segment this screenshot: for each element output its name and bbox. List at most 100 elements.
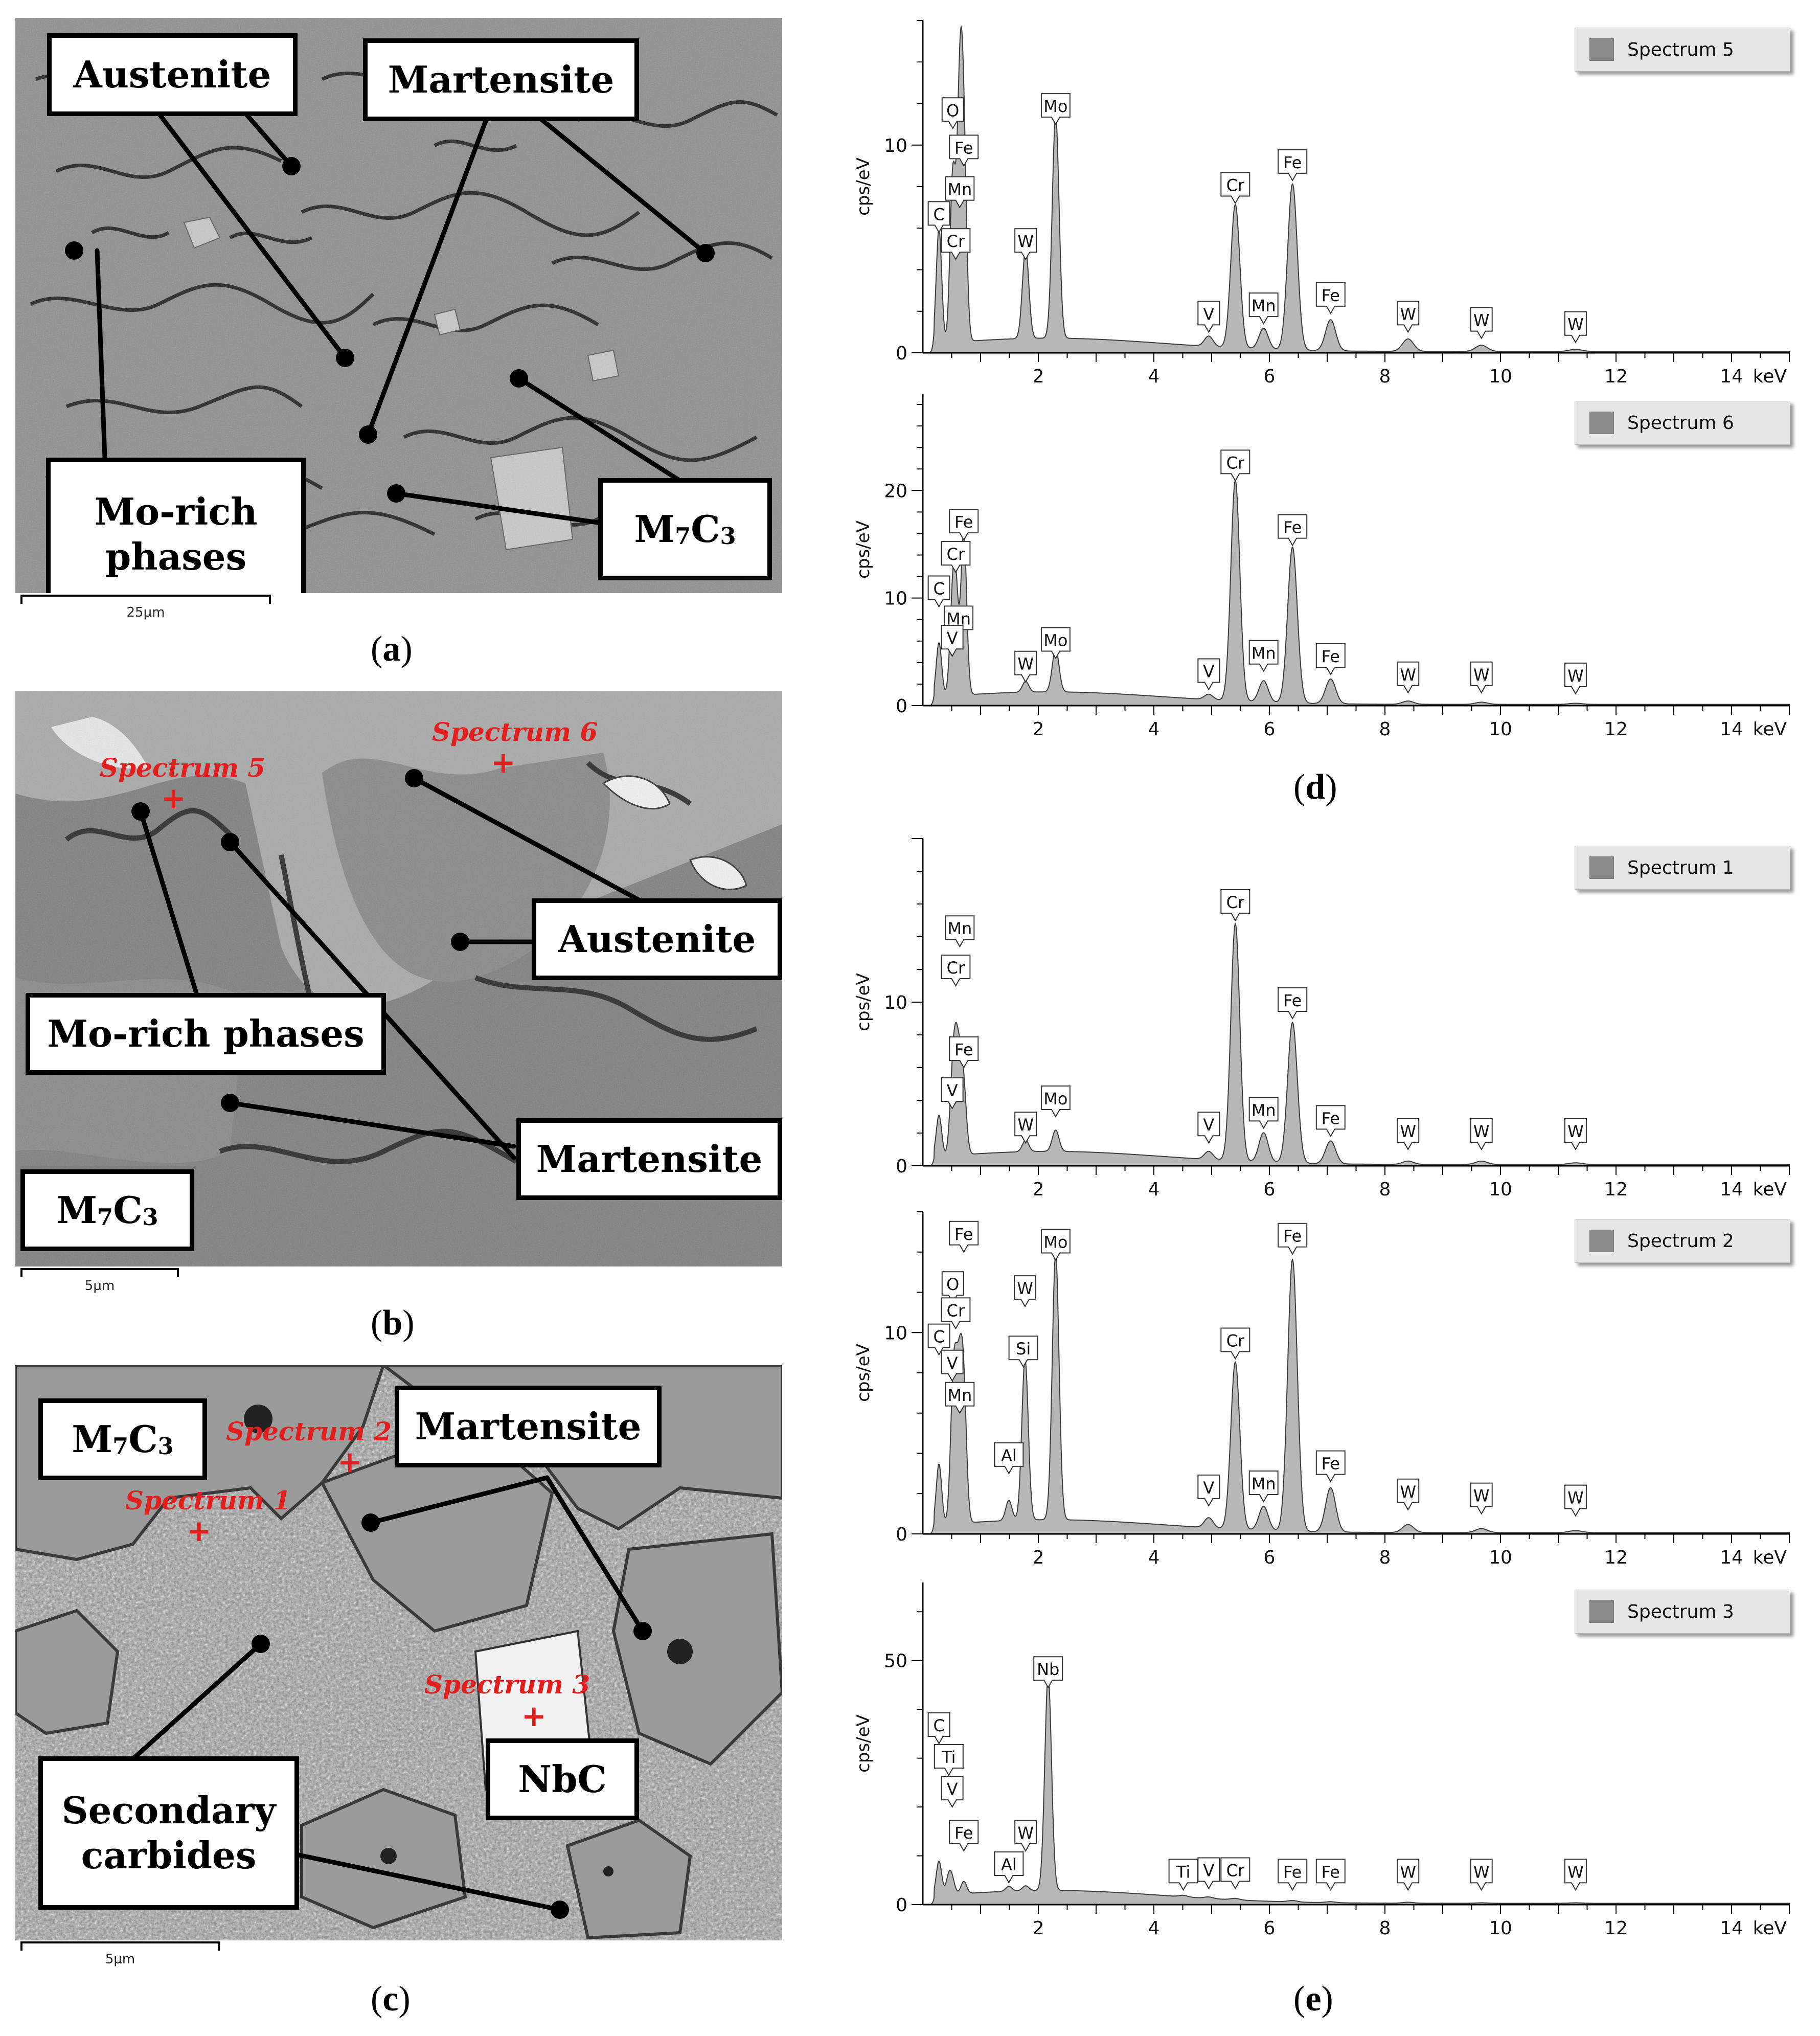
peak-label: Mn <box>945 915 975 948</box>
peak-label: W <box>1397 301 1420 333</box>
y-tick-label: 0 <box>896 1895 907 1916</box>
spectrum-3-label: Spectrum 3 <box>424 1669 590 1700</box>
y-tick-label: 50 <box>884 1651 907 1672</box>
svg-text:W: W <box>1017 232 1034 251</box>
peak-label: W <box>1470 1859 1493 1891</box>
svg-text:C: C <box>933 579 944 598</box>
x-tick-label: 12 <box>1604 366 1628 387</box>
svg-text:W: W <box>1400 665 1416 685</box>
svg-text:Fe: Fe <box>1322 1109 1340 1128</box>
peak-label: O <box>941 1271 964 1304</box>
svg-text:Fe: Fe <box>954 138 973 157</box>
y-tick-label: 0 <box>896 343 907 364</box>
peak-label: Fe <box>949 1220 979 1253</box>
peak-label: Fe <box>1278 149 1308 182</box>
spectrum-1-label: Spectrum 1 <box>125 1485 291 1515</box>
svg-text:Mn: Mn <box>947 180 972 199</box>
peak-label: W <box>1470 1482 1493 1515</box>
peak-label: W <box>1397 661 1420 694</box>
peak-label: W <box>1014 1820 1037 1852</box>
x-tick-label: 8 <box>1379 719 1391 740</box>
leader-lines-c <box>130 1475 652 1919</box>
svg-text:W: W <box>1400 304 1416 324</box>
svg-text:C: C <box>933 1716 944 1735</box>
spectrum-5-label: Spectrum 5 <box>100 753 266 783</box>
x-tick-label: 10 <box>1489 366 1512 387</box>
peak-label: Nb <box>1033 1656 1063 1689</box>
peak-label: W <box>1470 1118 1493 1151</box>
x-tick-label: 2 <box>1033 366 1044 387</box>
peak-label: Mn <box>945 176 975 209</box>
label-mo-rich-phases: Mo-rich phases <box>46 458 306 593</box>
peak-label: Mo <box>1040 93 1071 126</box>
legend: Spectrum 2 <box>1575 1219 1790 1263</box>
peak-label: V <box>1197 658 1220 691</box>
peak-label: Mn <box>1248 1471 1279 1503</box>
svg-text:W: W <box>1017 1279 1033 1298</box>
peak-label: Cr <box>1220 172 1250 205</box>
peak-label: Fe <box>949 509 979 541</box>
peak-label: Cr <box>1220 1857 1250 1890</box>
micrograph-b: Spectrum 5 + Spectrum 6 + Austenite Mo-r… <box>15 691 782 1266</box>
spectrum-area <box>928 25 1790 353</box>
spectrum-area <box>928 479 1790 706</box>
x-tick-label: 4 <box>1148 1547 1160 1568</box>
svg-text:W: W <box>1017 1823 1034 1843</box>
svg-text:Cr: Cr <box>947 958 965 978</box>
peak-label: Mn <box>1248 292 1279 325</box>
peak-label: W <box>1564 1118 1587 1151</box>
svg-text:V: V <box>947 628 958 648</box>
leader-lines-a <box>65 97 715 527</box>
svg-text:V: V <box>1203 1115 1214 1135</box>
svg-text:W: W <box>1567 1862 1584 1882</box>
svg-text:Fe: Fe <box>1283 1862 1302 1882</box>
legend-text: Spectrum 6 <box>1627 412 1734 434</box>
x-tick-label: 4 <box>1148 366 1160 387</box>
x-tick-label: 12 <box>1604 1918 1628 1939</box>
spectrum-1-marker: + <box>187 1513 212 1548</box>
label-austenite: Austenite <box>47 33 298 116</box>
peak-label: W <box>1564 662 1587 695</box>
spectrum-2-label: Spectrum 2 <box>226 1416 392 1446</box>
svg-text:Cr: Cr <box>947 232 965 251</box>
svg-text:Al: Al <box>1001 1446 1017 1465</box>
peak-label: V <box>941 1776 964 1808</box>
scale-bar-line <box>20 1941 220 1943</box>
peak-label: Cr <box>1220 889 1250 922</box>
peak-label: Ti <box>934 1744 964 1777</box>
peak-label: W <box>1397 1478 1420 1511</box>
x-tick-label: 8 <box>1379 366 1391 387</box>
peak-label: O <box>941 97 964 130</box>
scale-bar-line <box>20 595 271 597</box>
label-martensite-c: Martensite <box>395 1386 662 1467</box>
peak-label: Fe <box>1278 1859 1308 1891</box>
peak-label: Fe <box>1278 987 1308 1020</box>
svg-text:C: C <box>933 1327 944 1347</box>
peak-label: Si <box>1008 1336 1038 1368</box>
svg-text:Fe: Fe <box>954 512 973 532</box>
label-mo-rich-phases-b: Mo-rich phases <box>26 993 386 1075</box>
peak-label: V <box>1197 301 1220 333</box>
x-tick-label: 2 <box>1033 1547 1044 1568</box>
legend-swatch <box>1589 1230 1614 1252</box>
x-axis-unit: keV <box>1753 1179 1787 1200</box>
spectrum-area <box>928 1674 1790 1905</box>
peak-label: W <box>1014 228 1037 261</box>
svg-text:W: W <box>1473 311 1490 330</box>
peak-label: Cr <box>1220 449 1250 482</box>
peak-label: Al <box>994 1851 1024 1884</box>
svg-text:Fe: Fe <box>954 1225 973 1244</box>
svg-text:Si: Si <box>1016 1339 1031 1359</box>
peak-label: Fe <box>949 1820 979 1852</box>
y-axis-label: cps/eV <box>853 1344 874 1402</box>
svg-text:Cr: Cr <box>1226 1861 1245 1881</box>
peak-label: Cr <box>941 541 971 574</box>
svg-text:W: W <box>1473 1862 1490 1882</box>
y-axis-label: cps/eV <box>853 521 874 579</box>
legend: Spectrum 3 <box>1575 1590 1790 1634</box>
y-tick-label: 20 <box>884 481 907 502</box>
x-tick-label: 2 <box>1033 719 1044 740</box>
